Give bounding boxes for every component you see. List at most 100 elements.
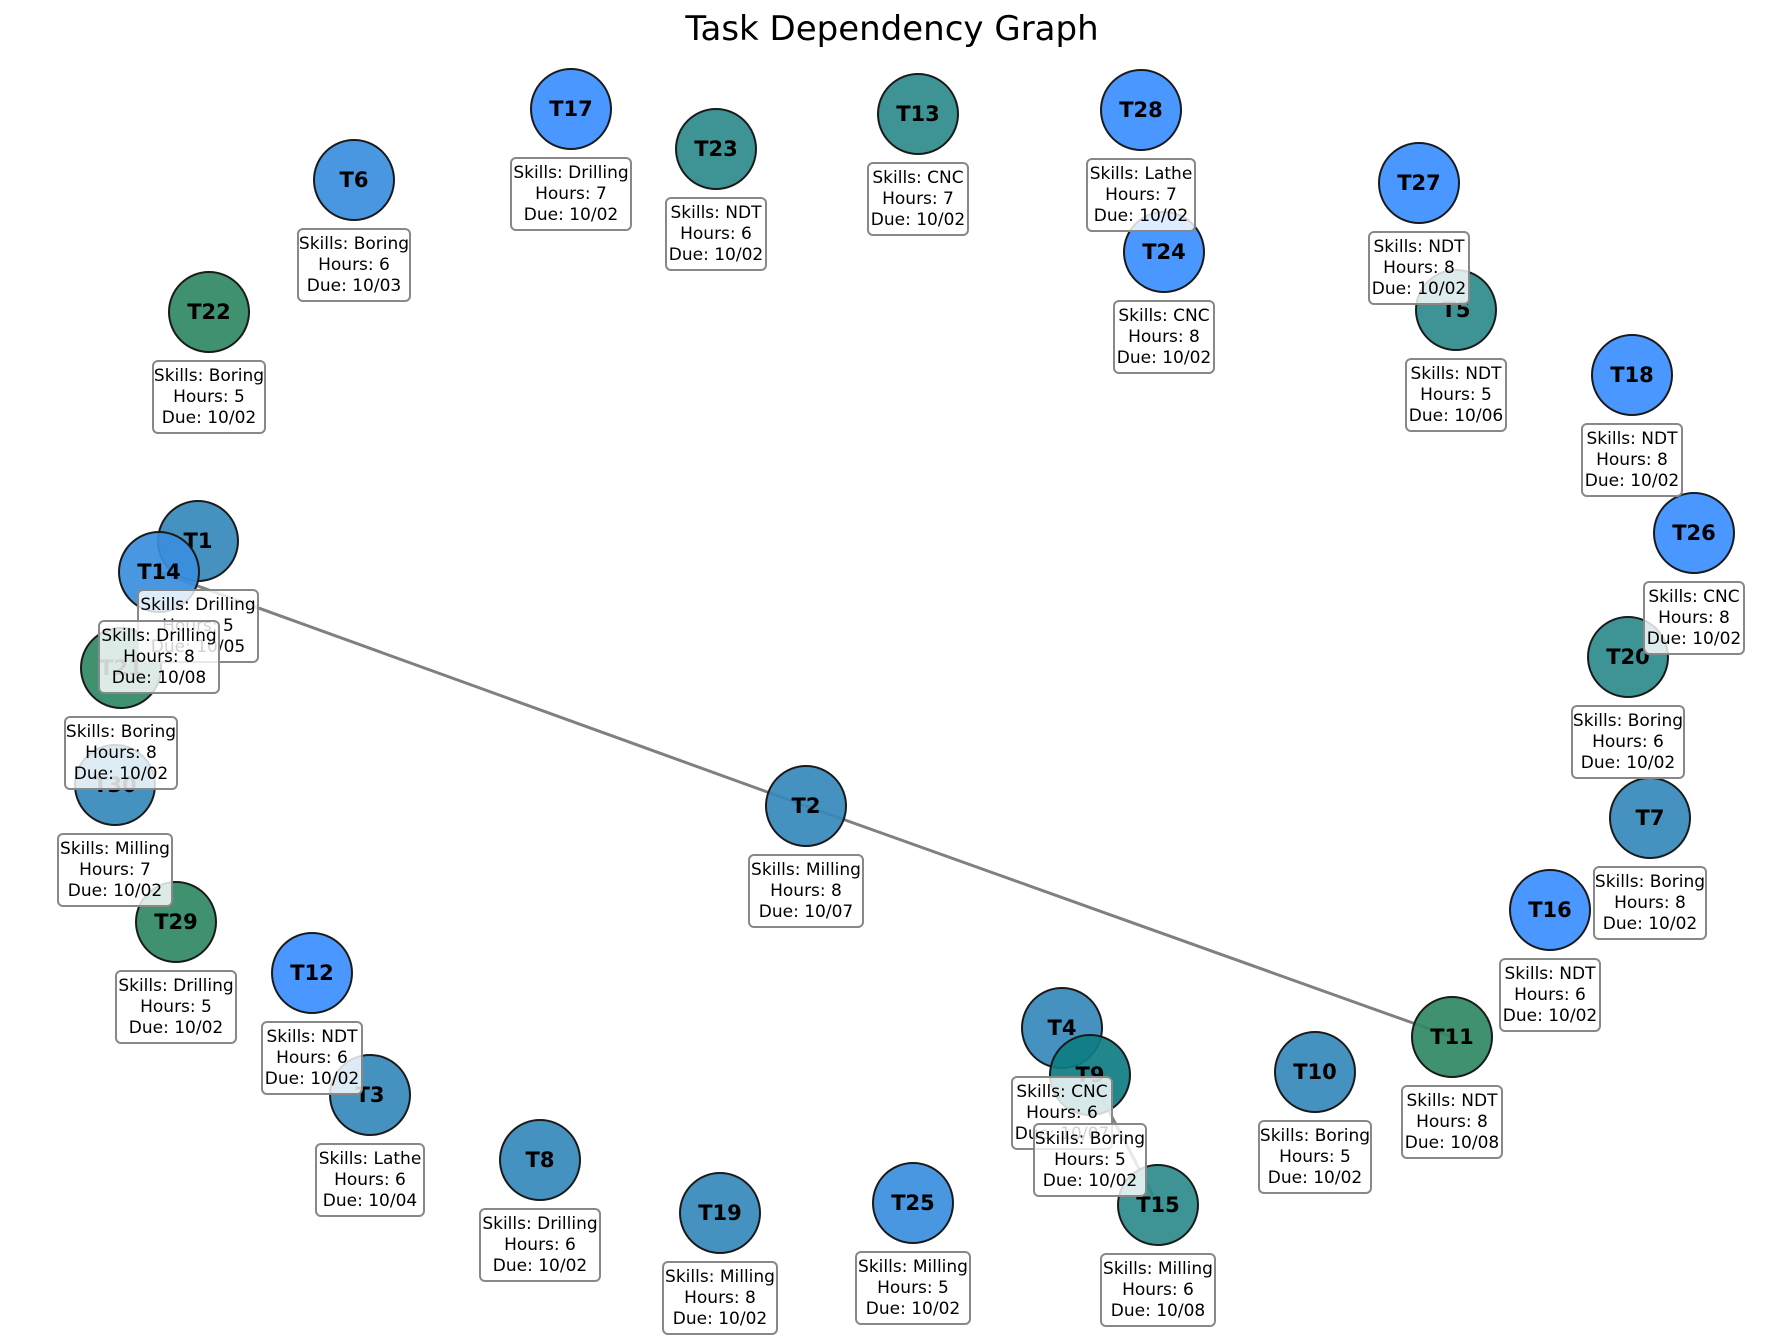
info-hours: Hours: 8	[770, 881, 842, 901]
info-skills: Skills: Boring	[299, 234, 409, 254]
info-box	[479, 1208, 601, 1282]
info-hours: Hours: 6	[334, 1170, 406, 1190]
info-box	[261, 1021, 363, 1095]
info-hours: Hours: 8	[123, 647, 195, 667]
node-circle[interactable]	[1591, 334, 1673, 416]
info-due: Due: 10/04	[323, 1191, 417, 1211]
info-box	[867, 162, 969, 236]
node-label: T28	[1119, 98, 1163, 122]
info-box	[1405, 358, 1507, 432]
info-box	[1581, 423, 1683, 497]
edge-T14-T2	[158, 570, 807, 808]
info-skills: Skills: Milling	[665, 1267, 775, 1287]
info-due: Due: 10/02	[74, 764, 168, 784]
node-circle[interactable]	[530, 68, 612, 150]
task-node-t25[interactable]: T25	[872, 1162, 954, 1244]
task-node-t27[interactable]: T27	[1378, 142, 1460, 224]
info-skills: Skills: Milling	[751, 860, 861, 880]
info-box	[1113, 300, 1215, 374]
info-hours: Hours: 6	[1122, 1280, 1194, 1300]
info-box	[1593, 866, 1707, 940]
info-box	[115, 970, 237, 1044]
info-hours: Hours: 6	[504, 1235, 576, 1255]
info-due: Due: 10/02	[866, 1299, 960, 1319]
info-due: Due: 10/02	[871, 210, 965, 230]
info-due: Due: 10/02	[1043, 1171, 1137, 1191]
info-skills: Skills: Drilling	[482, 1214, 597, 1234]
node-circle[interactable]	[1509, 869, 1591, 951]
node-circle[interactable]	[499, 1119, 581, 1201]
node-circle[interactable]	[675, 108, 757, 190]
info-skills: Skills: Boring	[1260, 1126, 1370, 1146]
node-circle[interactable]	[1100, 69, 1182, 151]
node-circle[interactable]	[877, 73, 959, 155]
node-label: T25	[891, 1191, 935, 1215]
task-node-t16[interactable]: T16	[1509, 869, 1591, 951]
info-due: Due: 10/08	[112, 668, 206, 688]
task-node-t17[interactable]: T17	[530, 68, 612, 150]
node-label: T23	[694, 137, 738, 161]
node-circle[interactable]	[1274, 1031, 1356, 1113]
info-hours: Hours: 6	[1514, 985, 1586, 1005]
task-node-t12[interactable]: T12	[271, 932, 353, 1014]
info-box	[57, 833, 173, 907]
info-box	[662, 1261, 778, 1335]
task-node-t6[interactable]: T6	[313, 139, 395, 221]
node-circle[interactable]	[1378, 142, 1460, 224]
info-due: Due: 10/08	[1405, 1133, 1499, 1153]
node-circle[interactable]	[168, 271, 250, 353]
node-label: T26	[1672, 521, 1716, 545]
info-skills: Skills: NDT	[1407, 1091, 1499, 1111]
task-node-t26[interactable]: T26	[1653, 492, 1735, 574]
node-circle[interactable]	[271, 932, 353, 1014]
task-node-t28[interactable]: T28	[1100, 69, 1182, 151]
node-circle[interactable]	[872, 1162, 954, 1244]
node-circle[interactable]	[765, 765, 847, 847]
task-node-t18[interactable]: T18	[1591, 334, 1673, 416]
info-box	[1100, 1253, 1216, 1327]
info-box	[98, 620, 220, 694]
info-due: Due: 10/03	[307, 276, 401, 296]
info-box	[510, 157, 632, 231]
task-node-t22[interactable]: T22	[168, 271, 250, 353]
info-hours: Hours: 7	[1105, 185, 1177, 205]
task-node-t19[interactable]: T19	[679, 1172, 761, 1254]
edge-T2-T11	[805, 804, 1453, 1039]
task-node-t23[interactable]: T23	[675, 108, 757, 190]
info-box	[1401, 1085, 1503, 1159]
info-skills: Skills: Milling	[60, 839, 170, 859]
graph-title: Task Dependency Graph	[684, 9, 1098, 49]
task-node-t8[interactable]: T8	[499, 1119, 581, 1201]
node-circle[interactable]	[679, 1172, 761, 1254]
node-label: T29	[154, 910, 198, 934]
node-label: T20	[1606, 645, 1650, 669]
info-skills: Skills: NDT	[1374, 237, 1466, 257]
info-skills: Skills: CNC	[1016, 1082, 1107, 1102]
task-node-t7[interactable]: T7	[1609, 777, 1691, 859]
info-hours: Hours: 8	[1383, 258, 1455, 278]
node-circle[interactable]	[313, 139, 395, 221]
info-box	[665, 197, 767, 271]
task-node-t10[interactable]: T10	[1274, 1031, 1356, 1113]
node-label: T16	[1528, 898, 1572, 922]
node-circle[interactable]	[1653, 492, 1735, 574]
info-due: Due: 10/02	[669, 245, 763, 265]
info-due: Due: 10/02	[1585, 471, 1679, 491]
info-due: Due: 10/02	[1647, 629, 1741, 649]
task-node-t2[interactable]: T2	[765, 765, 847, 847]
info-hours: Hours: 8	[85, 743, 157, 763]
task-node-t11[interactable]: T11	[1411, 996, 1493, 1078]
node-circle[interactable]	[1411, 996, 1493, 1078]
task-node-t13[interactable]: T13	[877, 73, 959, 155]
info-hours: Hours: 6	[1592, 732, 1664, 752]
